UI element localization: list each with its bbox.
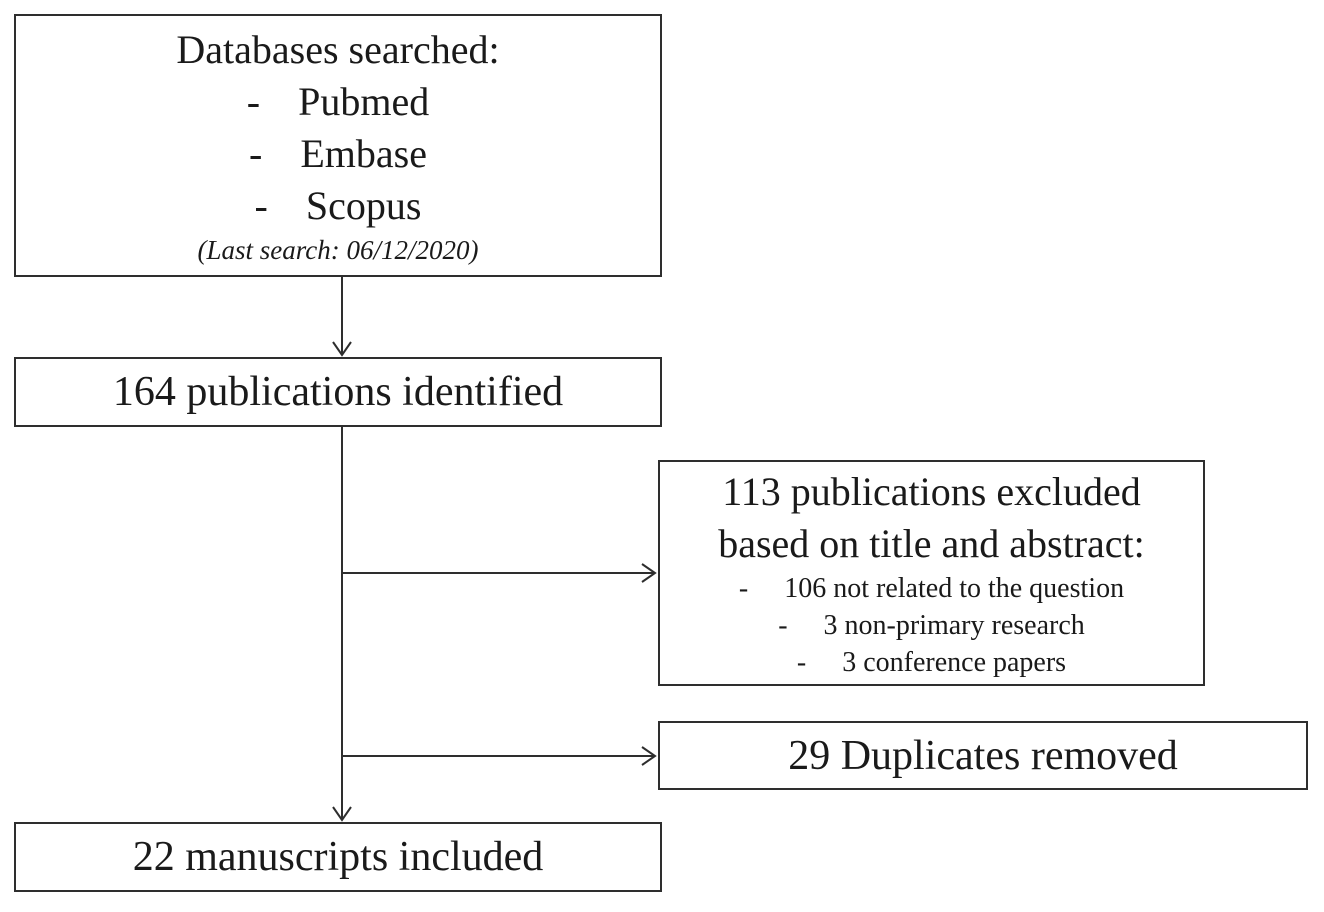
- duplicates-label: 29 Duplicates removed: [788, 732, 1178, 779]
- box-manuscripts-included: 22 manuscripts included: [14, 822, 662, 892]
- box-publications-excluded: 113 publications excluded based on title…: [658, 460, 1205, 686]
- list-dash: -: [249, 130, 263, 176]
- database-list-item: - Pubmed: [247, 76, 429, 128]
- list-dash: -: [796, 646, 807, 678]
- database-item-embase: Embase: [300, 130, 427, 176]
- arrow-identified-to-included: [332, 427, 352, 822]
- excluded-list-item: - 106 not related to the question: [739, 570, 1124, 607]
- excluded-item-conference: 3 conference papers: [842, 646, 1067, 678]
- excluded-title-line1: 113 publications excluded: [722, 468, 1141, 514]
- excluded-list-item: - 3 non-primary research: [778, 607, 1085, 644]
- database-item-scopus: Scopus: [305, 182, 422, 228]
- excluded-item-non-primary: 3 non-primary research: [823, 609, 1085, 641]
- databases-title: Databases searched:: [176, 26, 500, 72]
- database-item-pubmed: Pubmed: [298, 78, 430, 124]
- box-publications-identified: 164 publications identified: [14, 357, 662, 427]
- arrow-searched-to-identified: [332, 277, 352, 357]
- list-dash: -: [738, 572, 749, 604]
- excluded-list-item: - 3 conference papers: [797, 644, 1066, 681]
- last-search-note: (Last search: 06/12/2020): [197, 234, 479, 265]
- arrow-branch-to-duplicates: [342, 746, 657, 766]
- excluded-item-not-related: 106 not related to the question: [784, 572, 1125, 604]
- database-list-item: - Scopus: [255, 180, 422, 232]
- excluded-title-line2: based on title and abstract:: [718, 520, 1145, 566]
- list-dash: -: [246, 78, 261, 124]
- identified-label: 164 publications identified: [112, 369, 564, 415]
- list-dash: -: [254, 182, 268, 228]
- included-label: 22 manuscripts included: [132, 834, 544, 880]
- box-duplicates-removed: 29 Duplicates removed: [658, 721, 1308, 790]
- box-databases-searched: Databases searched: - Pubmed - Embase - …: [14, 14, 662, 277]
- list-dash: -: [778, 609, 788, 641]
- database-list-item: - Embase: [249, 128, 427, 180]
- arrow-branch-to-excluded: [342, 563, 657, 583]
